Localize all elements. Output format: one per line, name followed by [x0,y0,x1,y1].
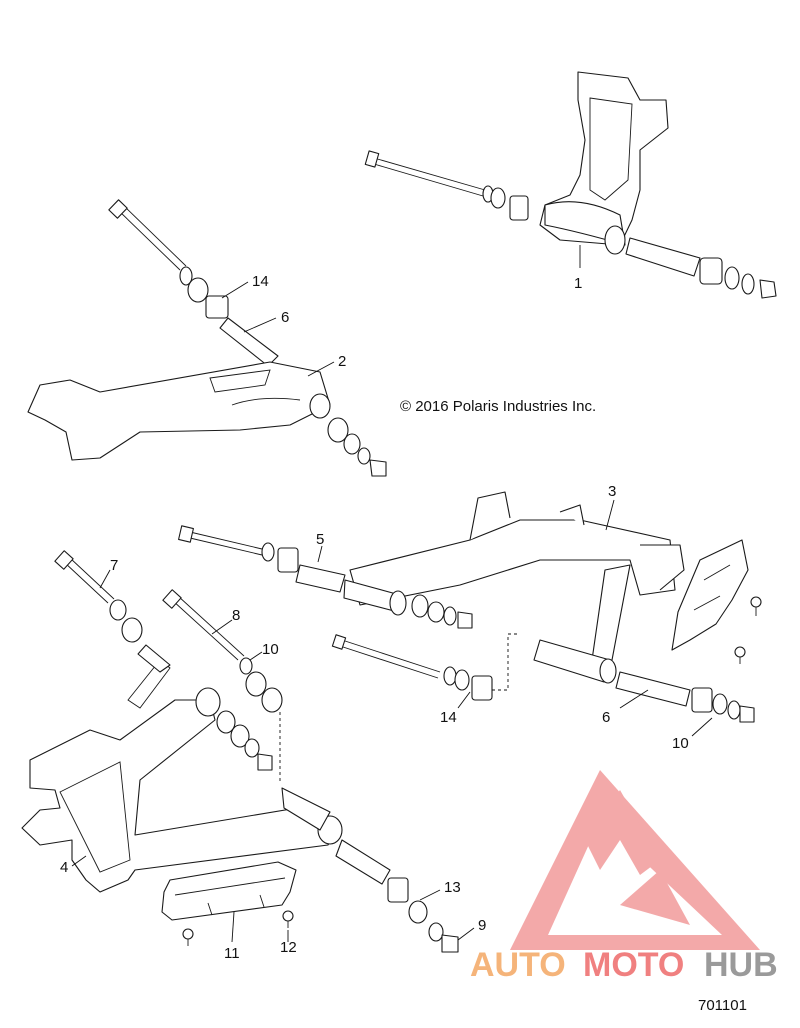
callout-7: 7 [110,557,118,574]
callout-4: 4 [60,859,68,876]
callout-12: 12 [280,939,297,956]
callout-1: 1 [574,275,582,292]
skid-plate-bottom [161,861,297,946]
callout-11: 11 [224,945,240,962]
callout-2: 2 [338,353,346,370]
callout-6-bottom: 6 [602,709,610,726]
part-4-lower-arm [21,659,343,893]
callout-13: 13 [444,879,461,896]
part-4-hardware [54,550,459,953]
callout-5: 5 [316,531,324,548]
callout-8: 8 [232,607,240,624]
figure-number: 701101 [698,997,747,1014]
callout-10-right: 10 [672,735,689,752]
callout-10-left: 10 [262,641,279,658]
part-3-upper-hardware [178,525,473,629]
part-2-upper-arm [27,199,387,477]
callout-labels: 1 14 6 2 3 5 7 8 10 14 6 10 4 13 9 11 12 [60,273,689,962]
watermark-text-hub: HUB [704,946,778,984]
part-3-subframe [343,491,685,684]
watermark-text-auto: AUTO [470,946,566,984]
callout-14-bottom: 14 [440,709,457,726]
callout-6-top: 6 [281,309,289,326]
part-1-mount-bracket [364,71,777,299]
watermark-text-moto: MOTO [583,946,684,984]
watermark-logo-icon [510,770,760,950]
callout-3: 3 [608,483,616,500]
leader-lines [71,245,713,943]
part-3-lower-hardware [331,633,755,723]
copyright-notice: © 2016 Polaris Industries Inc. [400,398,596,415]
callout-14-top: 14 [252,273,269,290]
callout-9: 9 [478,917,486,934]
skid-plate-right [671,539,762,664]
